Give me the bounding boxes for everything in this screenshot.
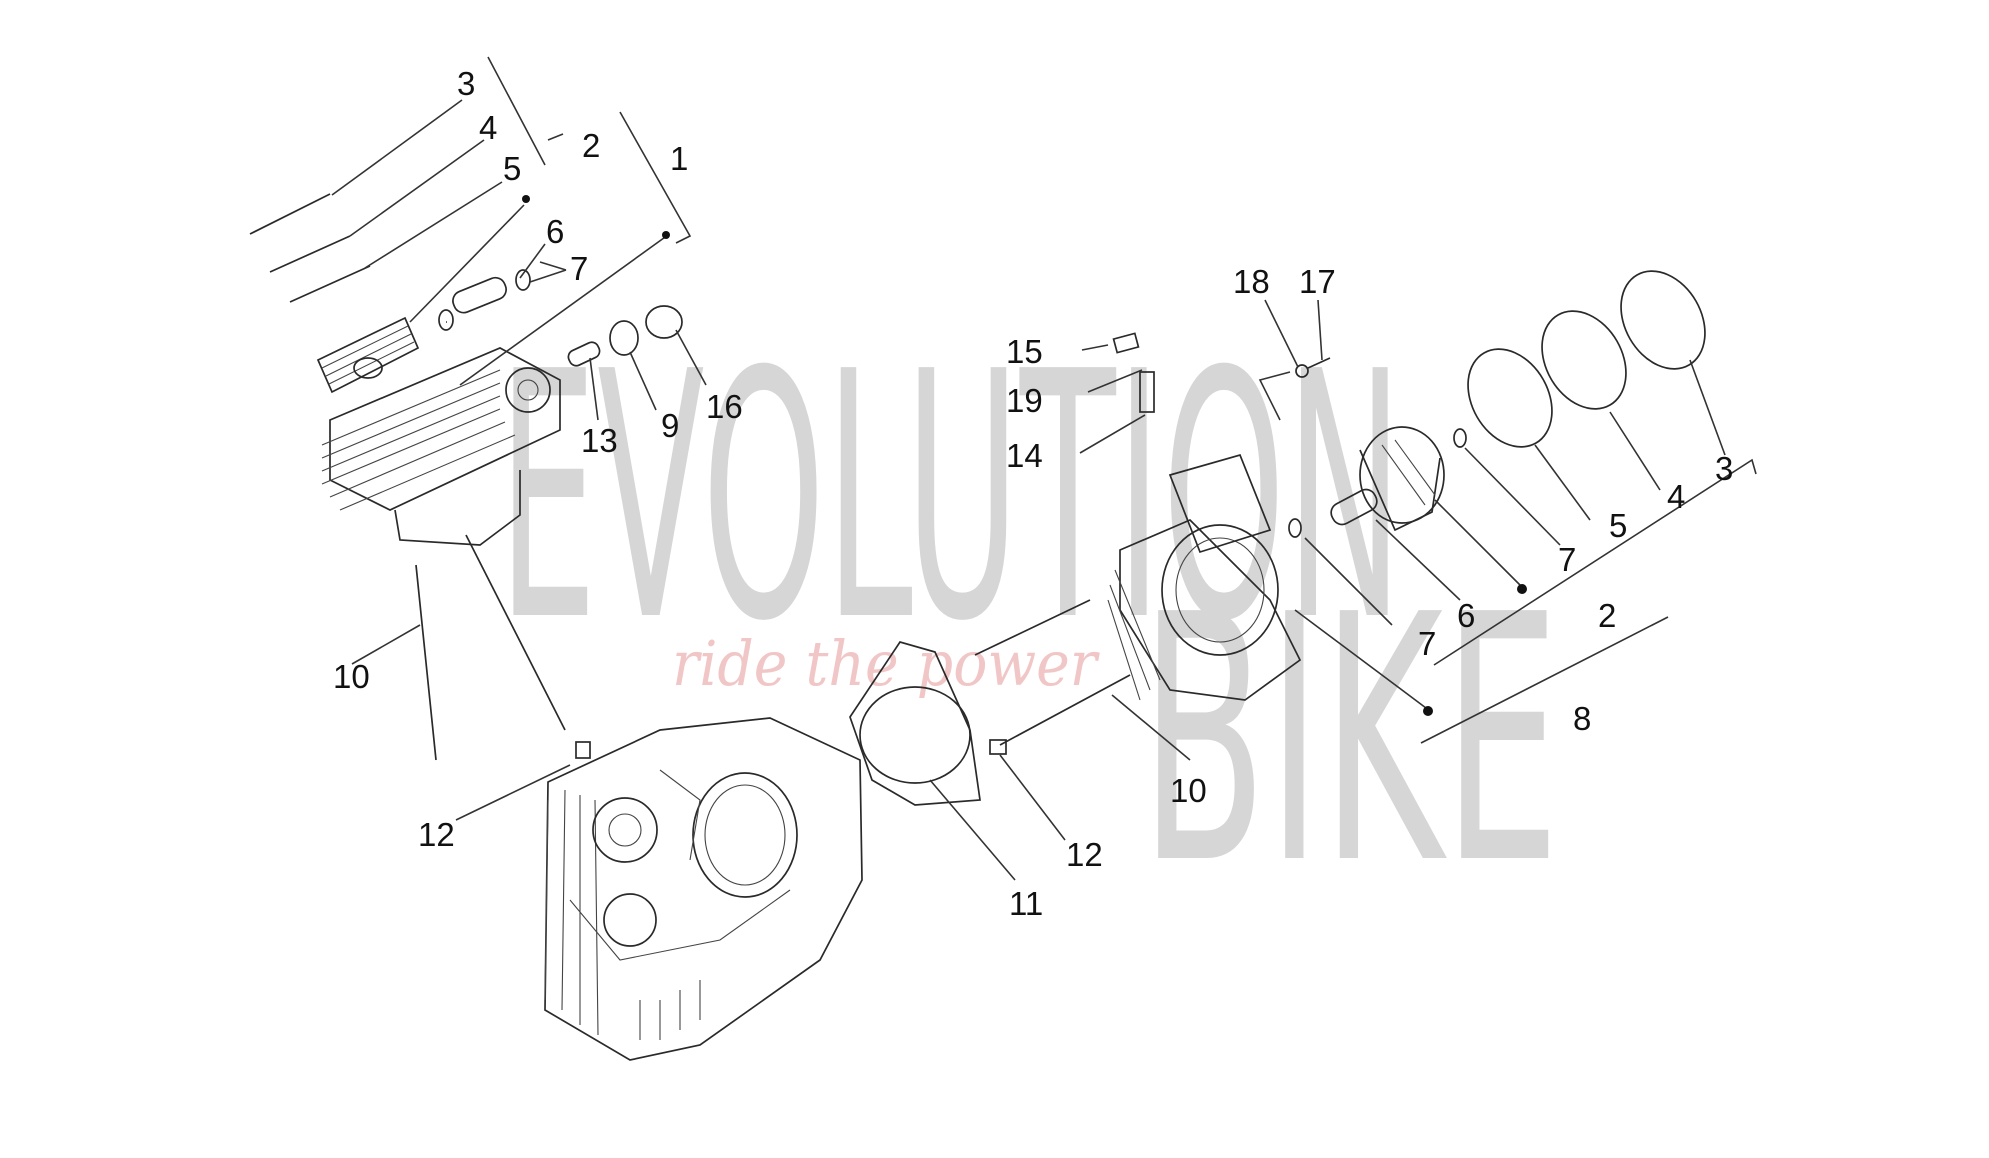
callout-left-1: 1 — [670, 140, 688, 177]
left-stud-a — [415, 564, 437, 761]
callout-left-16: 16 — [706, 388, 743, 425]
left-part-13 — [567, 341, 601, 367]
callout-left-9: 9 — [661, 407, 679, 444]
callout-right-4: 4 — [1667, 478, 1685, 515]
base-gasket-11 — [849, 641, 981, 806]
left-clip-b — [515, 269, 531, 291]
right-ring-4 — [1541, 310, 1627, 410]
right-clip-a — [1288, 518, 1302, 538]
left-oring-9 — [609, 320, 639, 356]
left-ring-4 — [269, 235, 351, 273]
watermark-word-bike: BIKE — [1140, 543, 1560, 939]
callout-right-2: 2 — [1598, 597, 1616, 634]
part-19 — [1139, 371, 1155, 413]
callout-left-2: 2 — [582, 127, 600, 164]
left-ring-3 — [249, 193, 331, 235]
callout-left-3: 3 — [457, 65, 475, 102]
callout-left-12: 12 — [418, 816, 455, 853]
callout-left-5: 5 — [503, 150, 521, 187]
right-ring-5 — [1467, 348, 1553, 448]
bolt-17 — [1307, 357, 1331, 369]
left-ring-5 — [289, 265, 371, 303]
callout-right-3: 3 — [1715, 450, 1733, 487]
right-piston-pin — [1330, 488, 1378, 526]
callout-mid-12: 12 — [1066, 836, 1103, 873]
callout-mid-17: 17 — [1299, 263, 1336, 300]
callout-right-6: 6 — [1457, 597, 1475, 634]
callout-labels: 3 4 2 1 5 6 7 16 9 13 10 12 15 19 14 18 … — [333, 65, 1733, 922]
middle-assembly — [849, 299, 1433, 881]
right-piston — [1359, 426, 1445, 532]
callout-left-6: 6 — [546, 213, 564, 250]
crankcase — [544, 717, 863, 1061]
callout-mid-10: 10 — [1170, 772, 1207, 809]
left-dowel-12 — [575, 741, 591, 759]
left-stud-b — [465, 534, 566, 731]
right-assembly — [1288, 270, 1757, 744]
right-clip-b — [1453, 428, 1467, 448]
callout-left-7: 7 — [570, 250, 588, 287]
callout-right-8: 8 — [1573, 700, 1591, 737]
mid-stud-a — [974, 599, 1091, 656]
callout-left-10: 10 — [333, 658, 370, 695]
callout-mid-14: 14 — [1006, 437, 1043, 474]
mid-dowel-12 — [989, 739, 1007, 755]
callout-right-5: 5 — [1609, 507, 1627, 544]
left-assembly — [249, 56, 707, 821]
callout-right-7a: 7 — [1558, 541, 1576, 578]
left-piston — [316, 316, 420, 394]
callout-left-4: 4 — [479, 109, 497, 146]
left-cap-16 — [645, 305, 683, 339]
washer-18 — [1295, 364, 1309, 378]
watermark: EVOLUTION BIKE ride the power — [498, 300, 1560, 939]
part-15 — [1112, 332, 1140, 354]
right-cylinder — [1107, 453, 1302, 701]
callout-mid-19: 19 — [1006, 382, 1043, 419]
watermark-word-evolution: EVOLUTION — [498, 300, 1403, 696]
callout-mid-11: 11 — [1009, 885, 1043, 922]
left-piston-pin — [452, 276, 507, 314]
callout-mid-15: 15 — [1006, 333, 1043, 370]
left-clip-a — [438, 309, 454, 331]
callout-right-7b: 7 — [1418, 625, 1436, 662]
callout-left-13: 13 — [581, 422, 618, 459]
mid-stud-b — [999, 674, 1131, 746]
callout-mid-18: 18 — [1233, 263, 1270, 300]
left-cylinder — [321, 347, 561, 546]
right-ring-3 — [1620, 270, 1706, 370]
